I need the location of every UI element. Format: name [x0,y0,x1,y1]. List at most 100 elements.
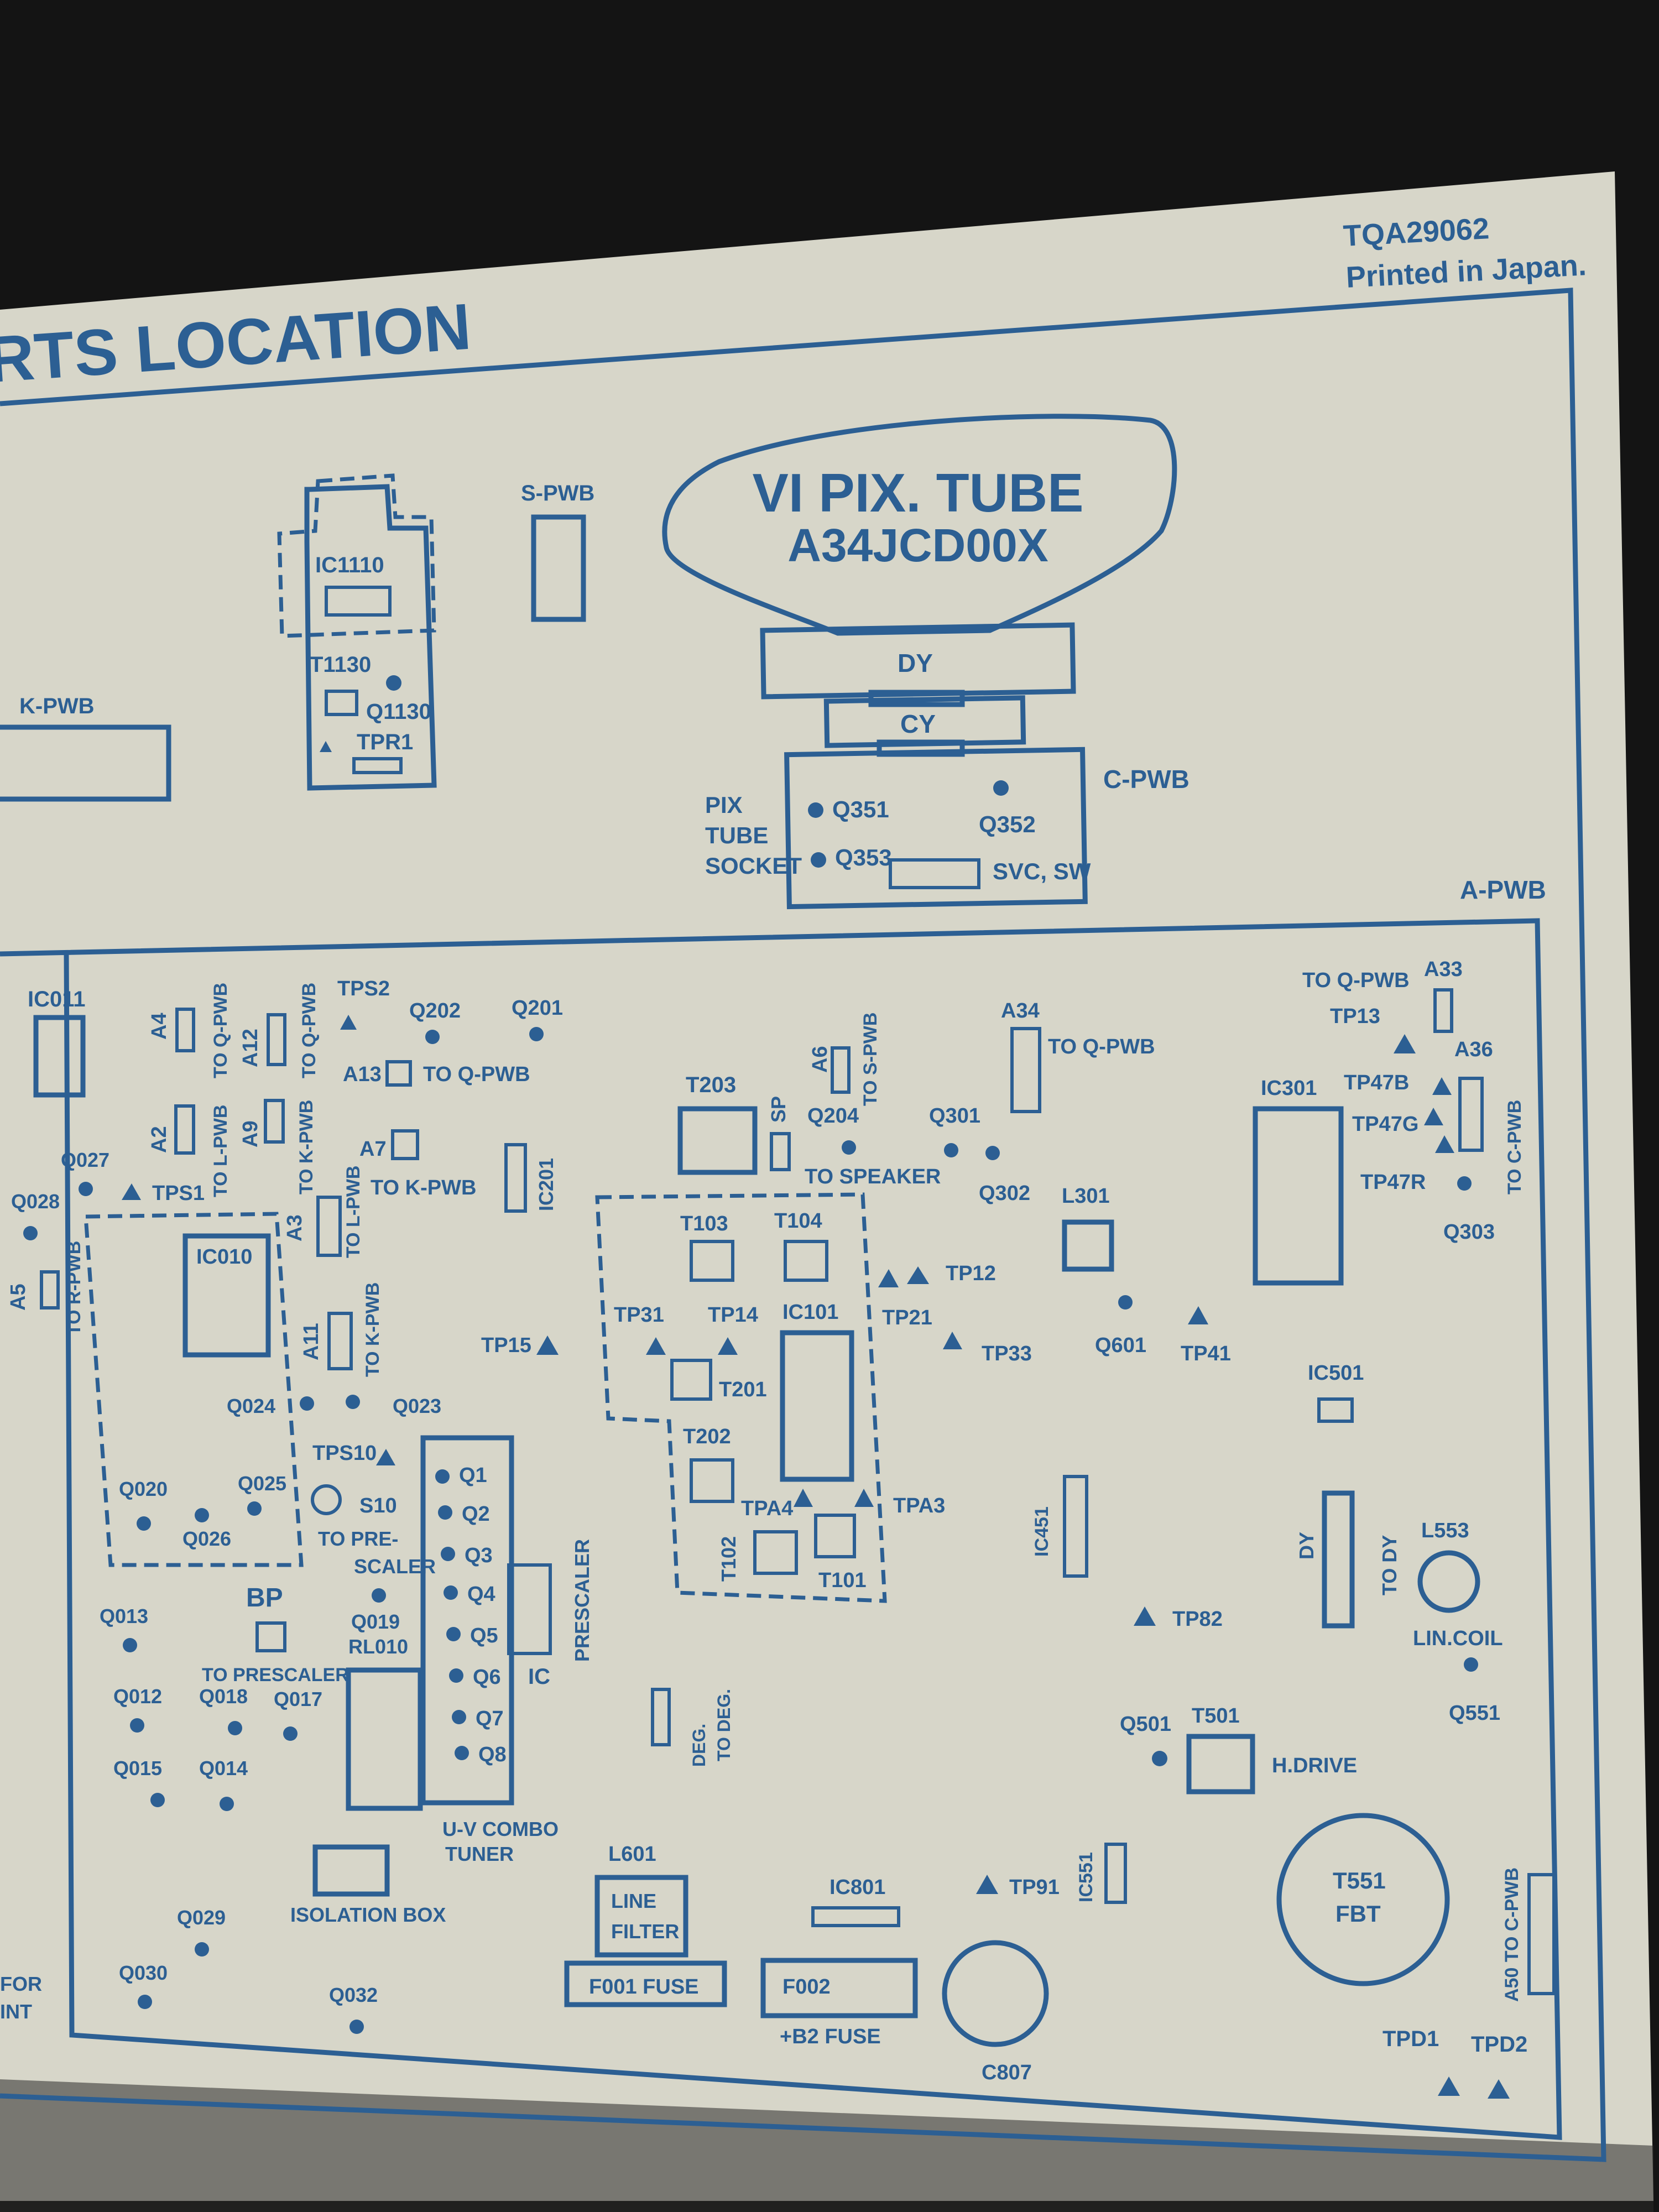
q204-label: Q204 [807,1104,859,1128]
to-lpwb-1-label: TO L-PWB [210,1105,231,1197]
q012-label: Q012 [113,1685,162,1708]
a50-to-cpwb-label: A50 TO C-PWB [1501,1867,1522,2002]
ic011-label: IC011 [28,987,86,1011]
pix-tube-line2: A34JCD00X [787,519,1048,571]
svc-sw-label: SVC, SW [993,858,1091,884]
prescaler-label: PRESCALER [571,1539,593,1662]
q303-label: Q303 [1443,1220,1495,1244]
0-label: FOR [0,1973,42,1995]
q014-label: Q014 [199,1757,248,1780]
tp47r-label: TP47R [1360,1171,1426,1194]
q032-label: Q032 [329,1984,378,2006]
ic801-label: IC801 [830,1876,885,1899]
q030-label: Q030 [119,1961,168,1984]
ic201-label: IC201 [535,1158,557,1211]
h-drive-label: H.DRIVE [1272,1754,1357,1777]
l601-label: L601 [608,1843,656,1866]
q352-label: Q352 [979,811,1036,837]
to-speaker-label: TO SPEAKER [805,1165,941,1188]
a5-label: A5 [7,1284,30,1311]
s-pwb-label: S-PWB [521,481,594,505]
t201-label: T201 [719,1378,767,1401]
q3-label: Q3 [465,1544,493,1567]
tp91-label: TP91 [1009,1876,1060,1899]
sp-label: SP [767,1096,790,1123]
q6-label: Q6 [473,1666,501,1689]
ic551-label: IC551 [1076,1852,1097,1902]
to-qpwb-a34-label: TO Q-PWB [1048,1035,1155,1058]
t501-label: T501 [1192,1704,1240,1728]
left-section: IC011 A4 TO Q-PWB A12 TO Q-PWB TPS2 Q202… [0,977,593,2034]
q1130-label: Q1130 [366,700,431,724]
doc-code: TQA29062 [1342,212,1490,253]
a3-label: A3 [283,1214,306,1241]
t102-label: T102 [717,1536,740,1582]
tp31-label: TP31 [614,1303,664,1327]
s10-label: S10 [359,1494,397,1517]
t203-label: T203 [686,1073,736,1097]
a36-label: A36 [1454,1038,1493,1061]
a2-label: A2 [148,1126,171,1153]
q8-label: Q8 [478,1743,507,1766]
c807-label: C807 [982,2061,1032,2084]
deg-label: DEG. [689,1724,709,1767]
t202-label: T202 [683,1425,731,1448]
tuner-pins: Q1 Q2 Q3 Q4 Q5 Q6 Q7 Q8 [420,1435,514,1806]
q501-label: Q501 [1120,1713,1171,1736]
to-kpwb-3-label: TO K-PWB [362,1282,383,1377]
tp13-label: TP13 [1330,1005,1380,1028]
a12-label: A12 [239,1029,262,1067]
1-label: TUNER [445,1843,514,1865]
ic010-label: IC010 [196,1245,252,1269]
q551-label: Q551 [1449,1702,1500,1725]
to-cpwb-label: TO C-PWB [1504,1100,1525,1194]
dy-conn-label: DY [1295,1532,1318,1559]
q018-label: Q018 [199,1685,248,1708]
isolation-box-label: ISOLATION BOX [290,1903,446,1926]
to-rpwb-label: TO R-PWB [64,1241,85,1335]
q027-label: Q027 [61,1149,109,1171]
right-section: A34 TO Q-PWB Q301 Q302 L301 Q601 TP41 TO… [929,958,1556,2099]
k-pwb-label: K-PWB [19,694,95,718]
q301-label: Q301 [929,1104,980,1128]
tp14-label: TP14 [708,1303,758,1327]
1-label: INT [0,2000,32,2023]
cy-label: CY [900,709,936,738]
0-label: LINE [611,1890,656,1912]
to-dy-label: TO DY [1378,1535,1401,1595]
a34-label: A34 [1001,999,1040,1022]
ic301-label: IC301 [1261,1077,1317,1100]
a-pwb-board-outline [0,918,1562,2140]
tp41-label: TP41 [1181,1342,1231,1365]
q013-label: Q013 [100,1605,148,1627]
socket-label-3: SOCKET [705,853,802,879]
q201-label: Q201 [512,997,563,1020]
q020-label: Q020 [119,1478,168,1500]
q019-label: Q019 [351,1610,400,1633]
f001-label: F001 FUSE [589,1975,699,1999]
tp12-label: TP12 [946,1262,996,1285]
0-label: TO PRE- [318,1527,398,1550]
tp33-label: TP33 [982,1342,1032,1365]
tp15-label: TP15 [481,1334,531,1357]
tps1-label: TPS1 [152,1182,205,1205]
tp82-label: TP82 [1172,1608,1223,1631]
paper-sheet [0,171,1653,2201]
q5-label: Q5 [470,1624,498,1647]
a7-label: A7 [359,1138,387,1161]
ic451-label: IC451 [1031,1506,1052,1557]
b2-fuse-label: +B2 FUSE [780,2025,881,2048]
tpr1-label: TPR1 [357,730,413,754]
l301-label: L301 [1062,1185,1110,1208]
a13-label: A13 [343,1063,382,1086]
tp21-label: TP21 [882,1306,932,1329]
a33-label: A33 [1424,958,1463,981]
to-qpwb-2-label: TO Q-PWB [299,983,320,1078]
to-deg-label: TO DEG. [714,1689,734,1761]
s-pwb-board [531,514,586,622]
to-lpwb-2-label: TO L-PWB [343,1166,364,1258]
outer-border [0,288,1606,2162]
0-label: U-V COMBO [442,1818,559,1840]
dy-label: DY [898,649,933,677]
